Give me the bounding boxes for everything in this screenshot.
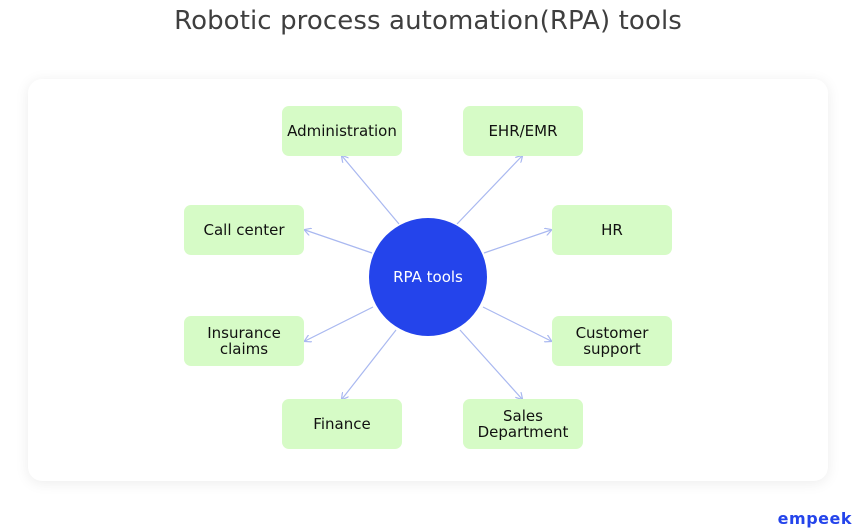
node-label: Customer support xyxy=(575,324,649,358)
node-label: Finance xyxy=(313,415,371,433)
node-label: Call center xyxy=(203,221,285,239)
node-call-center: Call center xyxy=(184,205,304,255)
node-administration: Administration xyxy=(282,106,402,156)
node-insurance-claims: Insurance claims xyxy=(184,316,304,366)
node-label: HR xyxy=(601,221,623,239)
page-title: Robotic process automation(RPA) tools xyxy=(174,6,682,36)
node-sales-department: Sales Department xyxy=(463,399,583,449)
node-finance: Finance xyxy=(282,399,402,449)
node-label: EHR/EMR xyxy=(488,122,558,140)
brand-logo: empeek xyxy=(777,509,852,528)
node-label: Insurance claims xyxy=(207,324,281,358)
node-ehr-emr: EHR/EMR xyxy=(463,106,583,156)
node-label: Sales Department xyxy=(477,407,569,441)
node-hr: HR xyxy=(552,205,672,255)
hub-label: RPA tools xyxy=(393,268,463,286)
hub-rpa-tools: RPA tools xyxy=(369,218,487,336)
node-customer-support: Customer support xyxy=(552,316,672,366)
node-label: Administration xyxy=(287,122,397,140)
